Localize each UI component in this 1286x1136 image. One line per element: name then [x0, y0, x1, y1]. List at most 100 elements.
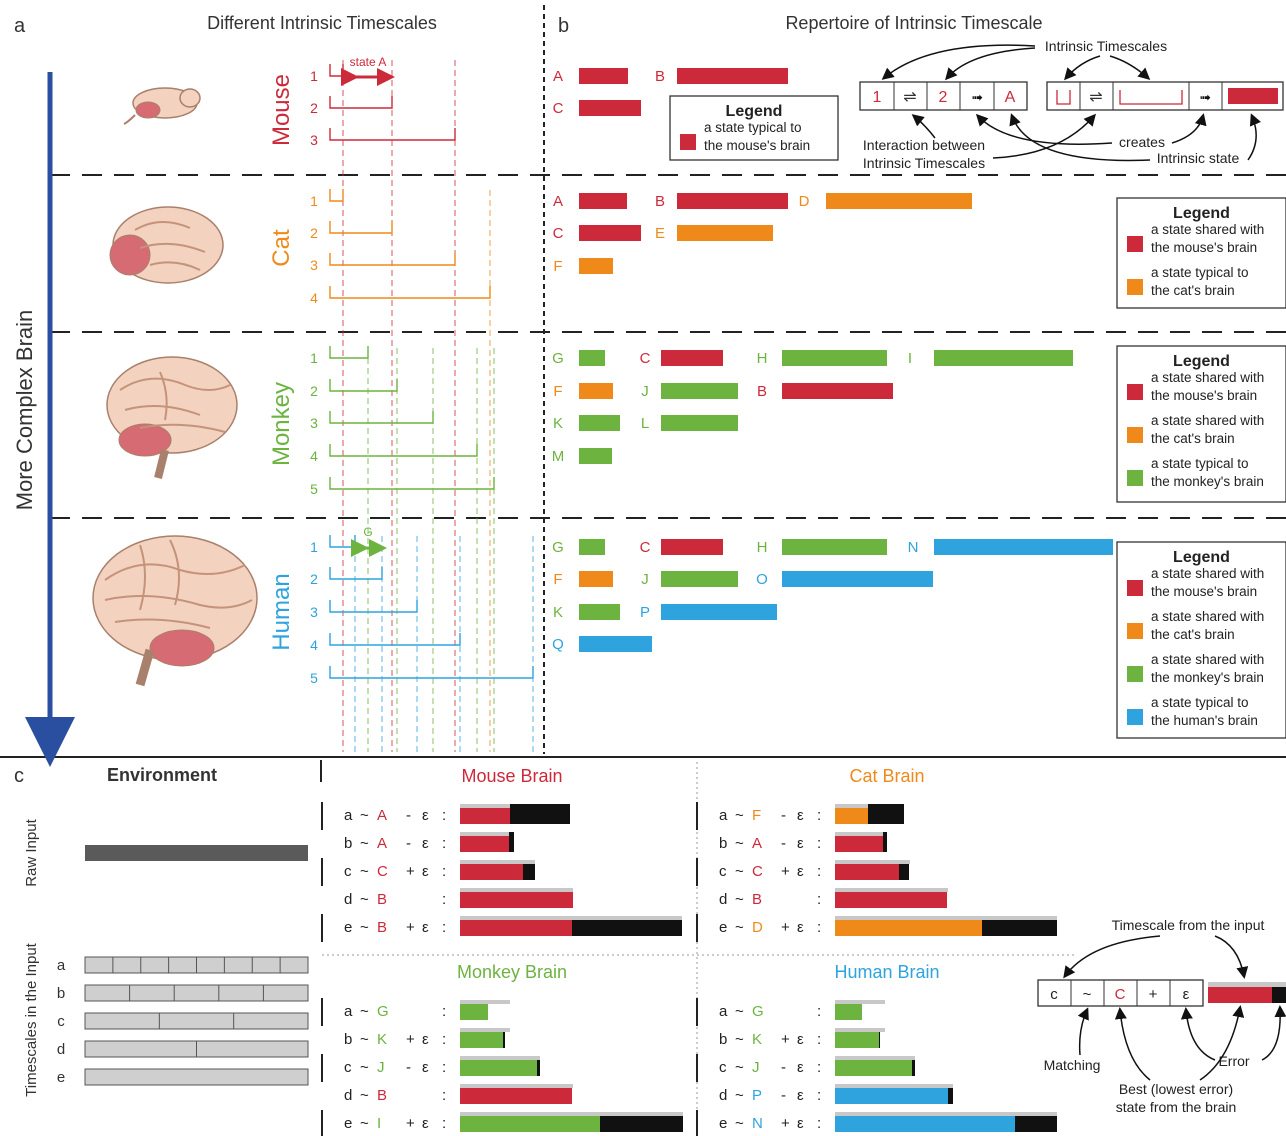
match-tilde: ~	[360, 835, 369, 852]
legend-swatch	[1127, 623, 1143, 639]
match-state: B	[377, 1087, 387, 1104]
match-state: B	[377, 919, 387, 936]
match-state: P	[752, 1087, 762, 1104]
legend-swatch	[1127, 236, 1143, 252]
match-input: d	[719, 1087, 727, 1104]
state-bar	[579, 225, 641, 241]
match-gray-bar	[460, 888, 573, 892]
expl-plus: +	[1149, 986, 1158, 1003]
state-bar	[579, 571, 613, 587]
legend-swatch	[1127, 279, 1143, 295]
match-epsilon: ε	[422, 807, 429, 824]
state-label: J	[641, 571, 649, 588]
match-error-bar	[510, 804, 570, 824]
match-state-bar	[460, 1004, 488, 1020]
timescale-index-label: 2	[310, 225, 318, 241]
expl-best-line1: Best (lowest error)	[1119, 1081, 1233, 1097]
state-bar	[677, 193, 788, 209]
legend-text: the human's brain	[1151, 713, 1258, 728]
state-bar	[579, 100, 641, 116]
diagram-box-2: 2	[939, 89, 948, 106]
match-state: A	[377, 807, 387, 824]
match-input: b	[344, 835, 352, 852]
state-bar	[677, 68, 788, 84]
match-error-bar	[879, 1032, 880, 1048]
state-a-label: state A	[350, 55, 387, 69]
legend-swatch	[680, 134, 696, 150]
match-epsilon: ε	[797, 1031, 804, 1048]
state-label: L	[641, 415, 649, 432]
match-state: A	[377, 835, 387, 852]
match-op: +	[406, 1031, 415, 1048]
panel-a-title: Different Intrinsic Timescales	[207, 13, 437, 33]
match-epsilon: ε	[797, 1059, 804, 1076]
match-state-bar	[460, 1088, 572, 1104]
diagram-box-swap: ⇌	[903, 89, 916, 106]
diagram-intrinsic-state: Intrinsic state	[1157, 150, 1240, 166]
match-state-bar	[835, 892, 947, 908]
match-error-bar	[883, 832, 887, 852]
legend-box	[669, 95, 839, 161]
cat-brain-icon	[109, 206, 224, 284]
legend-box	[1116, 197, 1286, 309]
state-bar	[579, 258, 613, 274]
timescale-bracket	[329, 600, 418, 613]
match-input: e	[344, 1115, 352, 1132]
match-gray-bar	[460, 832, 514, 836]
match-colon: :	[817, 863, 821, 880]
brain-title: Mouse Brain	[461, 766, 562, 786]
mouse-brain-icon	[123, 87, 201, 125]
diagram-creates: creates	[1119, 134, 1165, 150]
match-epsilon: ε	[797, 807, 804, 824]
state-label: C	[553, 100, 564, 117]
panel-b-letter: b	[558, 15, 569, 37]
diagram-interaction-line1: Interaction between	[863, 137, 985, 153]
brain-title: Human Brain	[834, 962, 939, 982]
legend-swatch	[1127, 709, 1143, 725]
legend-text: the mouse's brain	[1151, 388, 1257, 403]
state-label: H	[757, 539, 768, 556]
state-label: C	[640, 539, 651, 556]
state-bar	[579, 539, 605, 555]
species-label-mouse: Mouse	[268, 74, 295, 146]
state-label: G	[552, 539, 564, 556]
match-state: G	[377, 1003, 389, 1020]
legend-text: a state shared with	[1151, 652, 1264, 667]
state-label: F	[553, 571, 562, 588]
match-colon: :	[817, 1115, 821, 1132]
match-op: -	[406, 807, 411, 824]
state-label: H	[757, 350, 768, 367]
timescale-bracket	[329, 666, 534, 679]
input-row-bar	[84, 1012, 309, 1030]
match-state-bar	[835, 1116, 1015, 1132]
legend-text: the mouse's brain	[1151, 240, 1257, 255]
legend-text: the mouse's brain	[1151, 584, 1257, 599]
match-state: D	[752, 919, 763, 936]
expl-state-c: C	[1115, 986, 1126, 1003]
match-state-bar	[835, 920, 982, 936]
match-op: -	[781, 1059, 786, 1076]
match-input: c	[344, 1059, 352, 1076]
state-bar	[661, 350, 723, 366]
state-bar	[579, 350, 605, 366]
match-op: +	[406, 919, 415, 936]
match-state: C	[377, 863, 388, 880]
match-op: +	[781, 1031, 790, 1048]
input-row-bar	[84, 1068, 309, 1086]
match-state: I	[377, 1115, 381, 1132]
match-colon: :	[817, 1003, 821, 1020]
timescale-bracket	[329, 411, 434, 424]
match-gray-bar	[835, 832, 887, 836]
match-state: A	[752, 835, 762, 852]
match-tilde: ~	[360, 1115, 369, 1132]
input-row-label: c	[57, 1013, 65, 1030]
match-op: -	[406, 835, 411, 852]
legend-text: the cat's brain	[1151, 283, 1235, 298]
legend-text: the monkey's brain	[1151, 670, 1264, 685]
match-input: c	[344, 863, 352, 880]
timescale-index-label: 5	[310, 670, 318, 686]
match-tilde: ~	[360, 1059, 369, 1076]
match-gray-bar	[835, 860, 910, 864]
